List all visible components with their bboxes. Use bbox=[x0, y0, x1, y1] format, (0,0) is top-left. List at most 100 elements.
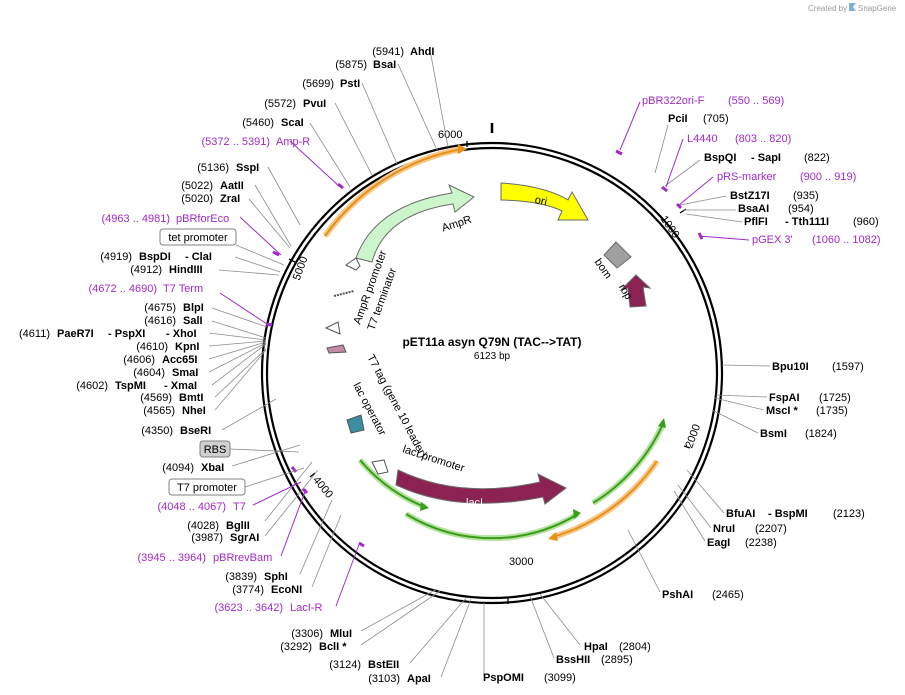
primer-pbr322ori-f-range: (550 .. 569) bbox=[728, 95, 784, 107]
feature-label-ampr: AmpR bbox=[440, 214, 473, 235]
enzyme-labels-right: PciI (705) BspQI - SapI (822) BstZ17I (9… bbox=[483, 113, 879, 684]
site-clai: - ClaI bbox=[185, 251, 212, 263]
site-bmti-pos: (4569) bbox=[140, 392, 172, 404]
site-psti: PstI bbox=[340, 78, 360, 90]
site-sphi-pos: (3839) bbox=[225, 571, 257, 583]
feature-label-laci: lacI bbox=[466, 497, 483, 509]
site-bseri-pos: (4350) bbox=[141, 425, 173, 437]
t7-terminator-glyph bbox=[333, 290, 355, 297]
site-pshai-pos: (2465) bbox=[712, 589, 744, 601]
primer-amp-r-range: (5372 .. 5391) bbox=[202, 136, 271, 148]
site-kpni-pos: (4610) bbox=[136, 341, 168, 353]
site-bspqi: BspQI bbox=[704, 152, 736, 164]
boxed-feature-tet-promoter: tet promoter bbox=[159, 228, 285, 266]
tick-label-2000: 2000 bbox=[683, 423, 703, 450]
primer-pbrrevbam-range: (3945 .. 3964) bbox=[138, 552, 207, 564]
orf-arc-orange-right bbox=[552, 459, 660, 540]
ampr-promoter-arrow bbox=[345, 257, 361, 271]
site-psti-pos: (5699) bbox=[302, 78, 334, 90]
backbone-inner bbox=[265, 146, 719, 600]
feature-rop bbox=[619, 274, 652, 308]
boxed-feature-t7-promoter: T7 promoter bbox=[168, 467, 305, 496]
site-bspqi-pos: (822) bbox=[804, 152, 830, 164]
site-smai: SmaI bbox=[172, 367, 198, 379]
tick-label-6000: 6000 bbox=[438, 129, 462, 141]
laci-promoter-arrow bbox=[371, 459, 389, 475]
site-sphi: SphI bbox=[264, 571, 288, 583]
site-bspmi: - BspMI bbox=[768, 508, 808, 520]
feature-ori bbox=[500, 182, 589, 221]
site-pspomi: PspOMI bbox=[483, 672, 524, 684]
site-bpu10i-pos: (1597) bbox=[832, 361, 864, 373]
primer-amp-r: Amp-R bbox=[276, 136, 310, 148]
site-sali: SalI bbox=[183, 315, 203, 327]
site-sspi-pos: (5136) bbox=[197, 162, 229, 174]
small-arrow-1 bbox=[324, 321, 341, 335]
site-sgrai: SgrAI bbox=[230, 532, 259, 544]
site-hindiii-pos: (4912) bbox=[130, 264, 162, 276]
site-pvui: PvuI bbox=[303, 98, 326, 110]
feature-laci bbox=[395, 469, 567, 505]
site-tspmi-pos: (4602) bbox=[76, 380, 108, 392]
primer-prs-marker-range: (900 .. 919) bbox=[800, 171, 856, 183]
site-pspxi: - PspXI bbox=[108, 328, 145, 340]
site-zrai: ZraI bbox=[220, 193, 240, 205]
site-sali-pos: (4616) bbox=[144, 315, 176, 327]
site-smai-pos: (4604) bbox=[133, 367, 165, 379]
primer-t7term: T7 Term bbox=[163, 283, 203, 295]
site-mlui-pos: (3306) bbox=[291, 628, 323, 640]
site-hindiii: HindIII bbox=[169, 264, 203, 276]
credit-text: Created by bbox=[808, 4, 847, 13]
site-tspmi: TspMI bbox=[115, 380, 146, 392]
site-sgrai-pos: (3987) bbox=[191, 532, 223, 544]
tick-label-3000: 3000 bbox=[509, 556, 533, 568]
site-fspai: FspAI bbox=[769, 392, 800, 404]
site-econi-pos: (3774) bbox=[232, 584, 264, 596]
primer-pgex3-range: (1060 .. 1082) bbox=[812, 234, 881, 246]
site-econi: EcoNI bbox=[271, 584, 302, 596]
site-bstz17i: BstZ17I bbox=[730, 190, 770, 202]
primer-t7term-range: (4672 .. 4690) bbox=[89, 283, 158, 295]
primer-pbrrevbam: pBRrevBam bbox=[213, 552, 272, 564]
site-bspdi: BspDI bbox=[139, 251, 171, 263]
feature-label-laci-promoter: lacI promoter bbox=[401, 443, 466, 474]
site-aatii: AatII bbox=[220, 180, 244, 192]
site-sspi: SspI bbox=[236, 162, 259, 174]
primer-prs-marker: pRS-marker bbox=[717, 171, 777, 183]
site-mlui: MluI bbox=[330, 628, 352, 640]
site-hpai: HpaI bbox=[584, 641, 608, 653]
site-bsai: BsaI bbox=[373, 59, 396, 71]
site-eagi-pos: (2238) bbox=[745, 537, 777, 549]
site-bglii: BglII bbox=[226, 520, 250, 532]
site-scai-pos: (5460) bbox=[242, 117, 274, 129]
site-bsaai-pos: (954) bbox=[788, 203, 814, 215]
snapgene-logo bbox=[849, 3, 856, 11]
site-pvui-pos: (5572) bbox=[264, 98, 296, 110]
site-ahdi: AhdI bbox=[410, 46, 434, 58]
leader-lines-right bbox=[483, 124, 771, 676]
site-xbai-pos: (4094) bbox=[162, 462, 194, 474]
svg-text:T7 promoter: T7 promoter bbox=[177, 482, 237, 494]
site-kpni: KpnI bbox=[175, 341, 199, 353]
site-scai: ScaI bbox=[281, 117, 304, 129]
site-bsmi: BsmI bbox=[760, 428, 787, 440]
site-msci-pos: (1735) bbox=[816, 405, 848, 417]
site-acc65i-pos: (4606) bbox=[123, 354, 155, 366]
site-bcli-pos: (3292) bbox=[280, 641, 312, 653]
primer-labels: pBR322ori-F (550 .. 569) L4440 (803 .. 8… bbox=[89, 95, 881, 614]
site-xhoi: - XhoI bbox=[166, 328, 197, 340]
site-bsteii: BstEII bbox=[368, 659, 399, 671]
tick-label-4000: 4000 bbox=[310, 474, 335, 500]
site-msci: MscI * bbox=[766, 405, 799, 417]
site-frui: NruI bbox=[713, 523, 735, 535]
site-ahdi-pos: (5941) bbox=[372, 46, 404, 58]
svg-text:tet promoter: tet promoter bbox=[168, 232, 228, 244]
site-bseri: BseRI bbox=[180, 425, 211, 437]
site-nhei: NheI bbox=[182, 405, 206, 417]
credit-brand: SnapGene bbox=[858, 4, 897, 13]
site-acc65i: Acc65I bbox=[162, 354, 197, 366]
site-fspai-pos: (1725) bbox=[819, 392, 851, 404]
primer-pbrforeco-range: (4963 .. 4981) bbox=[102, 213, 171, 225]
enzyme-labels-left: (5941) AhdI (5875) BsaI (5699) PstI (557… bbox=[19, 46, 434, 685]
